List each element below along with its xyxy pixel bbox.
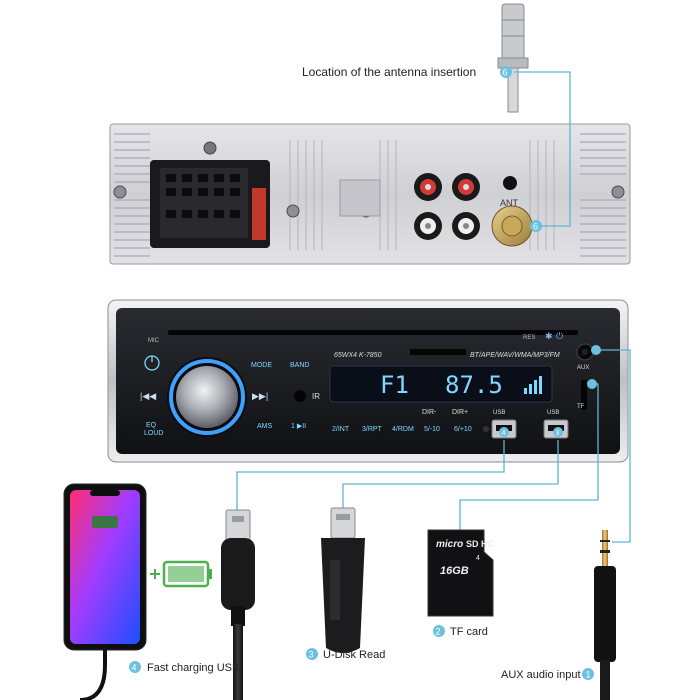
mode-button[interactable]: MODE [251, 362, 272, 369]
antenna-socket: ANT [491, 198, 533, 247]
tf-slot[interactable] [581, 380, 587, 410]
usb-cable [221, 509, 255, 700]
lcd-display [329, 365, 553, 403]
antenna-adapter [497, 3, 529, 113]
ir-label: IR [312, 392, 320, 401]
reset-hole [483, 426, 489, 432]
lcd-band: F1 [380, 371, 409, 399]
rear-panel: ANT 6 [109, 123, 631, 265]
preset-1-button[interactable]: 1 ▶II [291, 423, 306, 430]
preset-6-button[interactable]: 6/+10 [454, 426, 472, 433]
callout-badges-radio [587, 345, 601, 389]
callout-tf-card-num: 2 [436, 627, 441, 637]
rear-plate [339, 179, 381, 217]
preset-4-button[interactable]: 4/RDM [392, 426, 414, 433]
callout-aux: AUX audio input 1 [501, 668, 594, 681]
bt-icons: ✱⏻ [545, 331, 563, 341]
antenna-badge-num: 6 [533, 222, 538, 232]
rear-fins-left [114, 133, 150, 257]
sd-brand: micro [436, 539, 463, 550]
antenna-badge [530, 220, 542, 232]
ir-window [294, 390, 306, 402]
volume-knob[interactable] [176, 366, 238, 428]
usb-port-left-badge-num: 4 [502, 430, 506, 437]
usb-port-right-badge-num: 3 [556, 430, 560, 437]
mic-label: MIC [148, 338, 160, 344]
callout-fast-charge-label: Fast charging USB [147, 662, 239, 674]
callout-udisk-num: 3 [309, 650, 314, 660]
charging-battery-icon [150, 560, 212, 588]
callout-aux-num: 1 [586, 670, 591, 680]
svg-text:⏻: ⏻ [556, 331, 563, 341]
sd-class: 4 [476, 555, 480, 562]
ams-button[interactable]: AMS [257, 423, 273, 430]
tf-label: TF [577, 404, 585, 410]
callout-fast-charge-num: 4 [132, 663, 137, 673]
preset-2-button[interactable]: 2/INT [332, 426, 350, 433]
usb-port-left-badge [499, 427, 509, 437]
dir-plus-label: DIR+ [452, 409, 468, 416]
callout-tf-card: 2 TF card [433, 625, 488, 638]
callout-udisk: 3 U-Disk Read [306, 648, 385, 661]
lcd-frequency: 87.5 [445, 371, 503, 399]
sd-capacity: 16GB [440, 565, 469, 577]
usb-right-label: USB [547, 410, 559, 416]
loud-label: LOUD [144, 430, 163, 437]
volume-knob-ring [169, 359, 245, 435]
callout-antenna-label: Location of the antenna insertion [302, 65, 476, 79]
cd-slot [168, 330, 578, 335]
band-button[interactable]: BAND [290, 362, 309, 369]
callout-aux-label: AUX audio input [501, 669, 581, 681]
ant-label: ANT [500, 198, 519, 208]
res-label: RES [523, 335, 535, 341]
sd-logo: SD HC [466, 539, 495, 549]
card-slot-top [410, 349, 466, 355]
svg-text:✱: ✱ [545, 331, 553, 341]
callout-antenna-num: 6 [503, 68, 508, 78]
microsd-card: micro SD HC 4 16GB [427, 529, 495, 617]
callout-fast-charge: 4 Fast charging USB [129, 661, 239, 674]
prev-button[interactable]: |◀◀ [140, 391, 156, 401]
callout-tf-card-label: TF card [450, 626, 488, 638]
next-button[interactable]: ▶▶| [252, 391, 268, 401]
usb-left-label: USB [493, 410, 505, 416]
head-unit-front: MIC RES ✱⏻ |◀◀ EQ LOUD ▶▶| MODE BAND AMS… [107, 299, 629, 463]
preset-3-button[interactable]: 3/RPT [362, 426, 383, 433]
aux-cable [594, 530, 616, 700]
callout-udisk-label: U-Disk Read [323, 649, 385, 661]
preset-5-button[interactable]: 5/-10 [424, 426, 440, 433]
usb-flash-drive [321, 507, 365, 653]
usb-port-right-badge [553, 427, 563, 437]
aux-label: AUX [577, 365, 589, 371]
rca-jacks [414, 173, 517, 240]
formats-label: BT/APE/WAV/WMA/MP3/FM [470, 352, 560, 359]
rear-fins-right [580, 133, 626, 257]
preset-buttons: 2/INT 3/RPT 4/RDM 5/-10 6/+10 [332, 426, 472, 433]
dir-minus-label: DIR- [422, 409, 437, 416]
iso-connector [150, 141, 270, 248]
callout-antenna: Location of the antenna insertion 6 [302, 65, 512, 79]
eq-label: EQ [146, 422, 157, 429]
lcd-signal-bars [524, 376, 542, 394]
model-label: 65WX4 K-7850 [334, 352, 382, 359]
